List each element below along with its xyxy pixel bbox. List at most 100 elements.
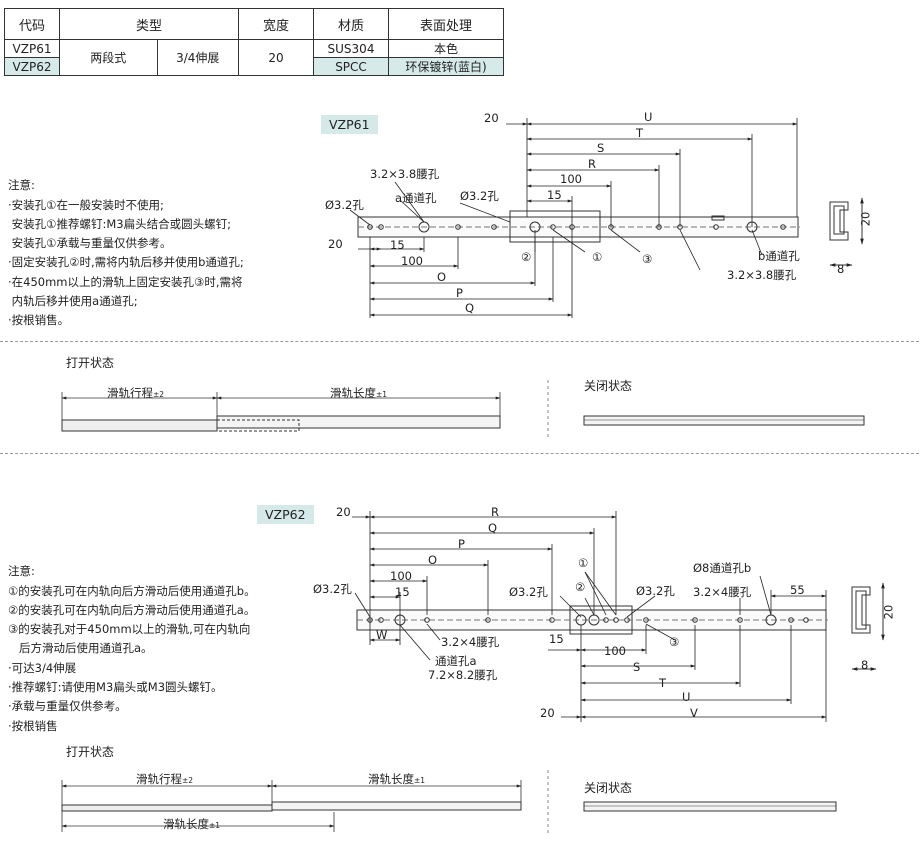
vzp61-rail-drawing [357,210,800,243]
note-line: ②的安装孔可在内轨向后方滑动后使用通道孔a。 [8,602,256,617]
cell-material: SPCC [313,57,389,76]
vzp62-rail-drawing [356,605,828,635]
label-c2: ② [521,250,532,264]
note-line: ③的安装孔对于450mm以上的滑轨,可在内轨向 [8,622,251,637]
note-line: ①的安装孔可在内轨向后方滑动后使用通道孔b。 [8,583,256,598]
notes-title: 注意: [8,178,35,193]
label-length: 滑轨长度±1 [330,385,387,401]
length-tol: ±1 [414,776,426,785]
label-hole32-mid: Ø3.2孔 [509,585,548,599]
label-c1: ① [578,556,589,570]
separator [0,453,919,454]
dim-P: P [456,286,463,300]
vzp62-profile [851,582,885,671]
vzp62-tag: VZP62 [257,505,314,524]
header-finish: 表面处理 [388,8,504,40]
dim-S: S [633,660,641,674]
cell-width: 20 [238,39,314,76]
dim-w8: 8 [861,658,869,672]
dim-T: T [659,676,667,690]
label-c1: ① [592,250,603,264]
table-row: VZP62 SPCC 环保镀锌(蓝白) [4,57,504,76]
note-line: 安装孔①推荐螺钉:M3扁头结合或圆头螺钉; [8,216,231,231]
label-hole32-mid: Ø3.2孔 [460,189,499,203]
dim-h20: 20 [881,604,896,620]
label-slot-right: 3.2×4腰孔 [693,585,752,599]
label-hole32-left: Ø3.2孔 [325,198,364,212]
length-tol: ±1 [376,390,388,399]
dim-15: 15 [395,585,410,599]
label-travel: 滑轨行程±2 [107,385,164,401]
note-line: ·按根销售。 [8,313,70,328]
dim-15: 15 [547,188,562,202]
dim-55: 55 [790,583,805,597]
length-tol: ±1 [209,821,221,830]
label-hole32-right: Ø3.2孔 [636,584,675,598]
table-row: VZP61 两段式 3/4伸展 20 SUS304 本色 [4,39,504,76]
label-slot-big: 7.2×8.2腰孔 [428,668,498,682]
dim-100: 100 [560,172,582,186]
dim-r15: 15 [549,632,564,646]
state-closed-title: 关闭状态 [584,781,633,795]
dim-U: U [682,690,691,704]
vzp61-tag: VZP61 [321,115,378,134]
label-slot-mid: 3.2×4腰孔 [441,635,500,649]
label-c3: ③ [642,252,653,266]
dim-h20: 20 [858,211,873,227]
dim-U: U [644,110,653,124]
note-line: ·承载与重量仅供参考。 [8,699,127,714]
vzp61-dimension-lines [349,118,798,318]
label-slot-top: 3.2×3.8腰孔 [370,167,440,181]
dim-P: P [458,537,465,551]
dim-l15: 15 [390,238,405,252]
dim-r100: 100 [604,644,626,658]
note-line: ·固定安装孔②时,需将内轨后移并使用b通道孔; [8,255,244,270]
note-line: 安装孔①承载与重量仅供参考。 [8,236,172,251]
dim-l100: 100 [401,254,423,268]
dim-top20: 20 [484,111,499,125]
dim-bottom20: 20 [540,706,555,720]
header-code: 代码 [4,8,60,40]
dim-V: V [690,706,698,720]
note-line: 后方滑动后使用通道孔a。 [8,641,153,656]
state-drawing-2 [61,770,837,834]
note-line: ·在450mm以上的滑轨上固定安装孔③时,需将 [8,274,243,289]
label-length: 滑轨长度±1 [368,771,425,787]
dim-Q: Q [465,301,475,315]
dim-top20: 20 [336,505,351,519]
cell-finish: 环保镀锌(蓝白) [388,57,504,76]
dim-R: R [491,505,499,519]
dim-O: O [437,270,447,284]
state-open-title: 打开状态 [66,356,115,370]
label-a-hole: a通道孔 [395,191,437,205]
vzp62-dimension-lines [352,511,827,722]
dim-R: R [588,157,596,171]
note-line: ·推荐螺钉:请使用M3扁头或M3圆头螺钉。 [8,680,223,695]
spec-table: 代码 类型 宽度 材质 表面处理 VZP61 两段式 3/4伸展 20 SUS3… [4,8,504,76]
cell-type-main: 两段式 [59,39,158,76]
length-text: 滑轨长度 [163,817,209,831]
vzp61-notes: 注意: ·安装孔①在一般安装时不使用; 安装孔①推荐螺钉:M3扁头结合或圆头螺钉;… [8,157,244,350]
travel-tol: ±2 [153,390,165,399]
dim-O: O [428,553,438,567]
note-line: 内轨后移并使用a通道孔; [8,294,138,309]
travel-tol: ±2 [182,776,194,785]
cell-type-sub: 3/4伸展 [156,39,240,76]
notes-title: 注意: [8,564,35,579]
label-slot-bottom: 3.2×3.8腰孔 [727,268,797,282]
dim-w8: 8 [837,262,845,276]
label-length-bottom: 滑轨长度±1 [163,816,220,832]
label-hole8: Ø8通道孔b [693,561,752,575]
state-open-title: 打开状态 [66,745,115,759]
travel-text: 滑轨行程 [107,386,153,400]
dim-W: W [376,628,388,642]
vzp62-notes: 注意: ①的安装孔可在内轨向后方滑动后使用通道孔b。 ②的安装孔可在内轨向后方滑动后… [8,543,256,755]
note-line: ·按根销售 [8,718,58,733]
label-travel: 滑轨行程±2 [136,771,193,787]
note-line: ·安装孔①在一般安装时不使用; [8,197,164,212]
label-hole32-left: Ø3.2孔 [313,582,352,596]
state-closed-title: 关闭状态 [584,379,633,393]
dim-T: T [636,126,644,140]
label-a-hole: 通道孔a [435,654,477,668]
